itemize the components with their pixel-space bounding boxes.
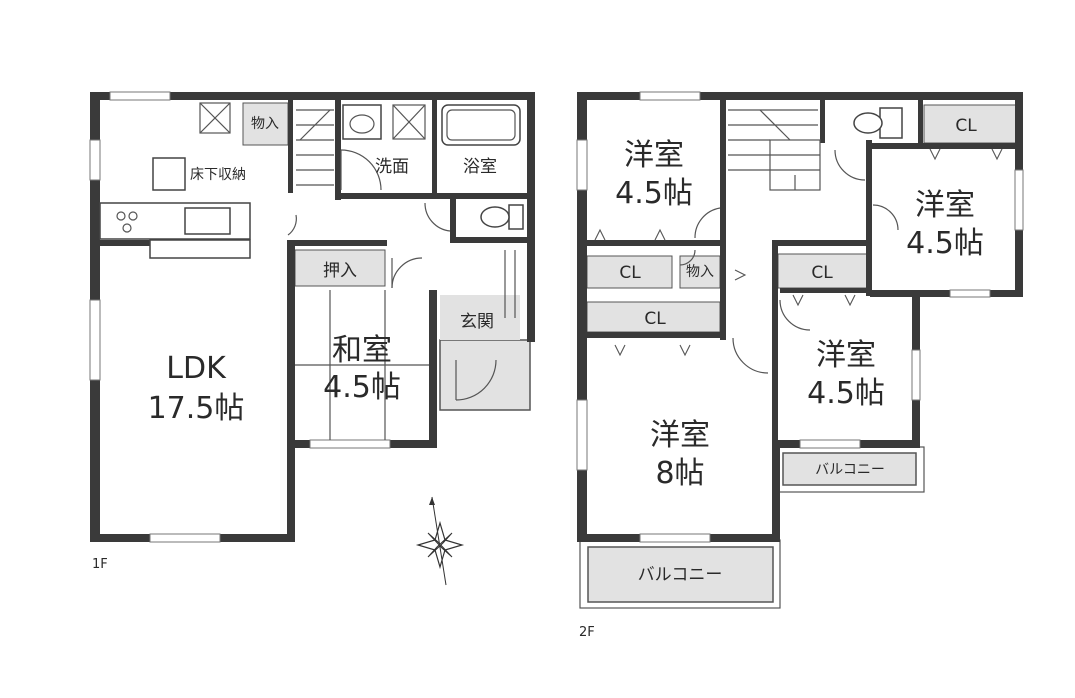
dining-counter: [149, 239, 251, 259]
balcony-east: [782, 452, 917, 486]
underfloor-hatch: [152, 157, 186, 191]
stairs-icon-2f: [728, 109, 821, 191]
balcony-south: [587, 546, 774, 603]
toilet-icon: [480, 204, 524, 230]
monoire-label-2f: 物入: [686, 264, 714, 280]
stove-icon: [116, 211, 138, 233]
sink: [184, 207, 231, 235]
senmen-label: 洗面: [375, 157, 409, 177]
ldk-name: LDK: [166, 351, 227, 386]
floor2-label: 2F: [579, 625, 595, 640]
cl2-label: CL: [644, 309, 666, 329]
yoshitsu-e-name: 洋室: [816, 338, 876, 373]
cl1-label: CL: [619, 263, 641, 283]
floor1-label: 1F: [92, 557, 108, 572]
washbasin: [342, 104, 382, 140]
ldk-size: 17.5帖: [148, 391, 245, 426]
monoire-2f-box: [679, 255, 721, 289]
yoshitsu-nw-size: 4.5帖: [615, 176, 693, 211]
cl4-label: CL: [955, 116, 977, 136]
yokushitsu-label: 浴室: [463, 157, 497, 177]
underfloor-label: 床下収納: [190, 167, 246, 183]
floor-1: LDK 17.5帖 和室 4.5帖 押入 物入 床下収納 洗面 浴室 玄関 1F: [89, 91, 535, 586]
monoire-box: [242, 102, 289, 146]
yoshitsu-main-name: 洋室: [650, 418, 710, 453]
oshiire-box: [294, 249, 386, 287]
washitsu-size: 4.5帖: [323, 370, 401, 405]
stairs-icon: [296, 109, 334, 186]
balcony-south-label: バルコニー: [638, 565, 723, 585]
oshiire-label: 押入: [323, 261, 357, 281]
washitsu-name: 和室: [332, 333, 392, 368]
yoshitsu-nw-name: 洋室: [624, 138, 684, 173]
compass-rose-icon: [415, 496, 465, 586]
balcony-east-label: バルコニー: [815, 462, 885, 478]
cl4-box: [923, 104, 1017, 144]
toilet-icon-2f: [853, 107, 903, 139]
floor-2: 洋室 4.5帖 洋室 4.5帖 洋室 4.5帖 洋室 8帖 CL CL CL C…: [576, 91, 1024, 640]
entrance-porch: [439, 339, 531, 411]
yoshitsu-ne-size: 4.5帖: [906, 226, 984, 261]
bathtub-icon: [441, 104, 521, 146]
yoshitsu-ne-name: 洋室: [915, 188, 975, 223]
cl3-box: [777, 253, 869, 289]
genkan-label: 玄関: [460, 312, 494, 332]
genkan-floor: [440, 295, 520, 340]
yoshitsu-e-size: 4.5帖: [807, 376, 885, 411]
monoire-label-1f: 物入: [251, 116, 279, 132]
yoshitsu-main-size: 8帖: [655, 456, 704, 491]
cl3-label: CL: [811, 263, 833, 283]
